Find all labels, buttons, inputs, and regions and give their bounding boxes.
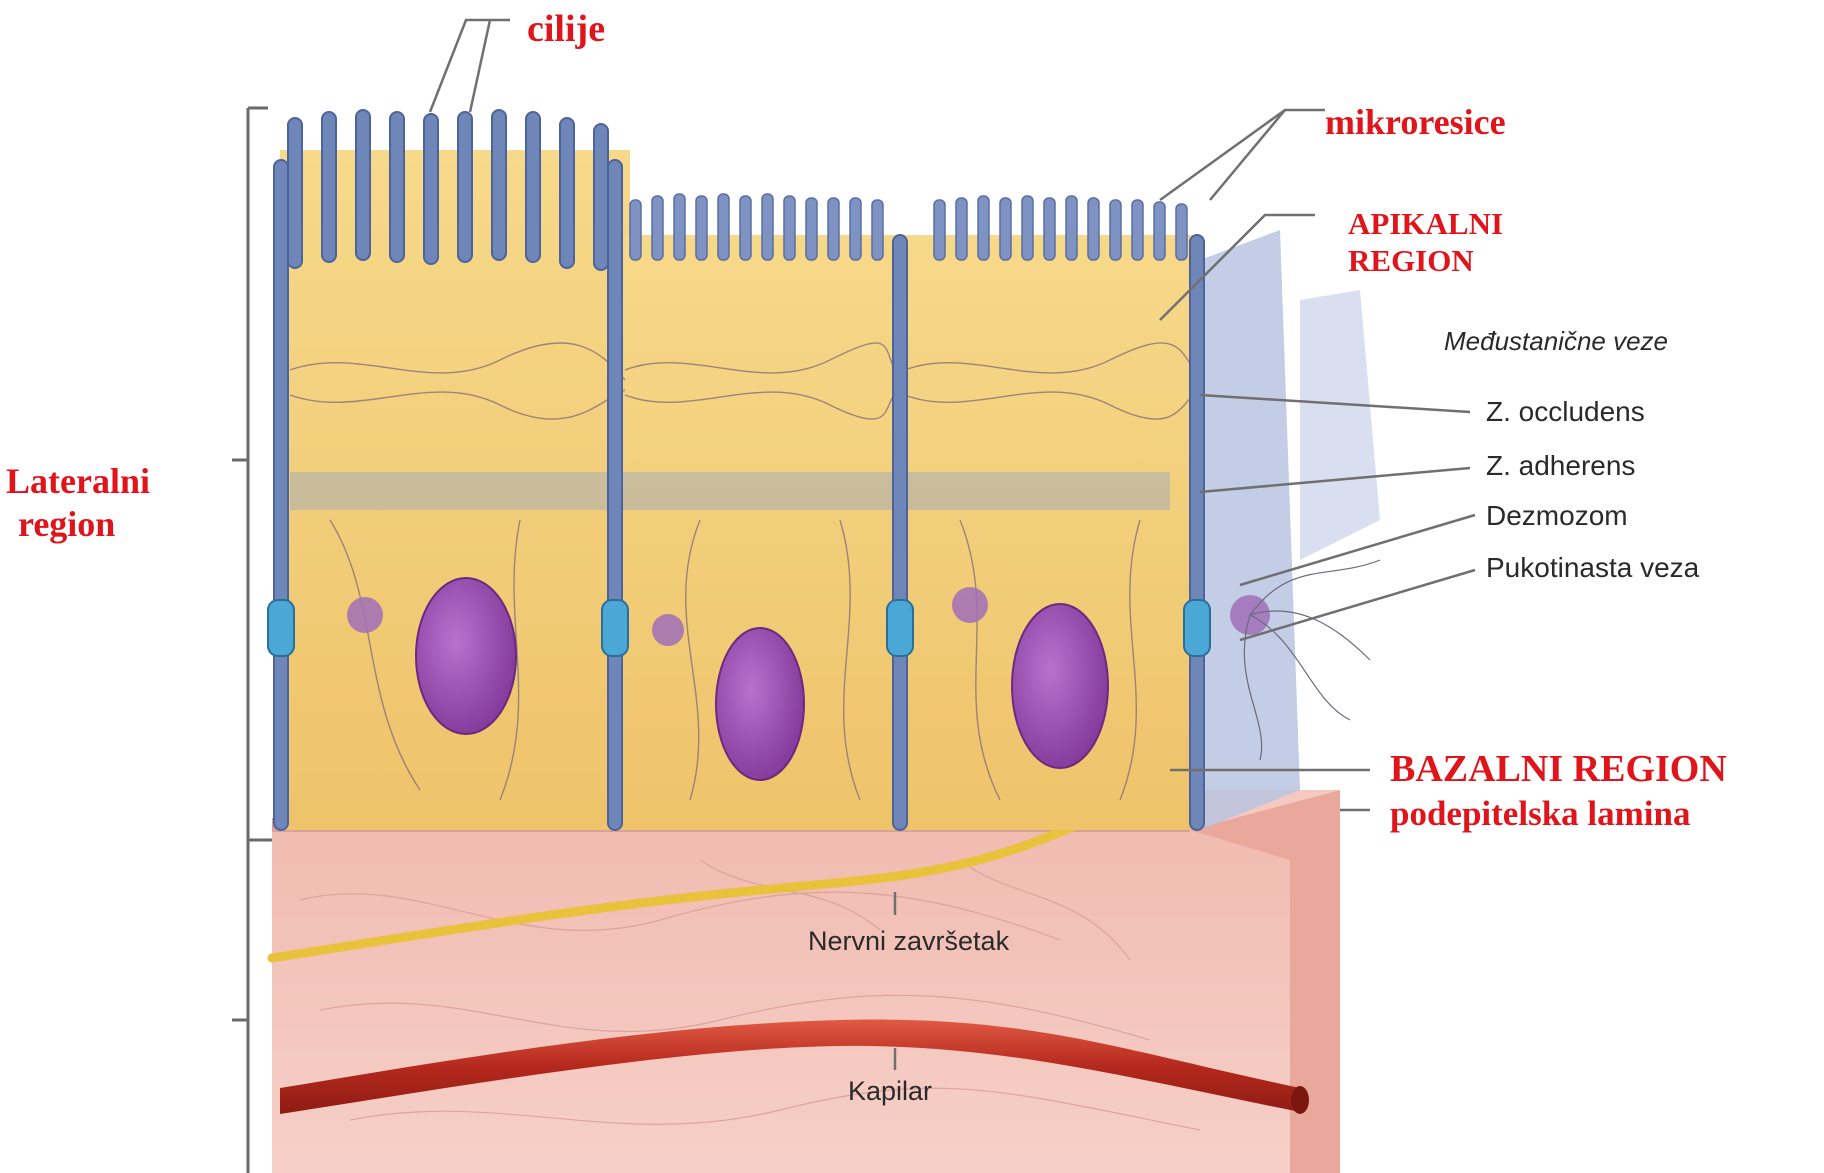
label-nerve-ending: Nervni završetak xyxy=(808,928,1009,955)
label-z-adherens: Z. adherens xyxy=(1486,452,1635,480)
label-microvilli: mikroresice xyxy=(1325,104,1506,140)
adjacent-cell xyxy=(1200,230,1300,830)
label-apical-line1: APIKALNI xyxy=(1348,206,1503,243)
label-capillary: Kapilar xyxy=(848,1078,932,1105)
label-cilia: cilije xyxy=(527,10,605,48)
label-junctions-heading: Međustanične veze xyxy=(1444,328,1668,354)
label-apical-region: APIKALNI REGION xyxy=(1348,206,1503,279)
label-basal-region: BAZALNI REGION xyxy=(1390,750,1727,788)
label-lateral-line1: Lateralni xyxy=(6,460,150,503)
terminal-web xyxy=(290,472,1170,510)
label-z-occludens: Z. occludens xyxy=(1486,398,1645,426)
label-gap-junction: Pukotinasta veza xyxy=(1486,554,1699,582)
region-bracket xyxy=(232,108,272,1173)
label-lateral-line2: region xyxy=(6,503,150,546)
connective-tissue xyxy=(272,790,1340,1173)
junction-shadow xyxy=(1300,290,1380,560)
label-lateral-region: Lateralni region xyxy=(6,460,150,546)
label-basal-lamina: podepitelska lamina xyxy=(1390,796,1690,831)
label-desmosome: Dezmozom xyxy=(1486,502,1628,530)
label-apical-line2: REGION xyxy=(1348,243,1503,280)
